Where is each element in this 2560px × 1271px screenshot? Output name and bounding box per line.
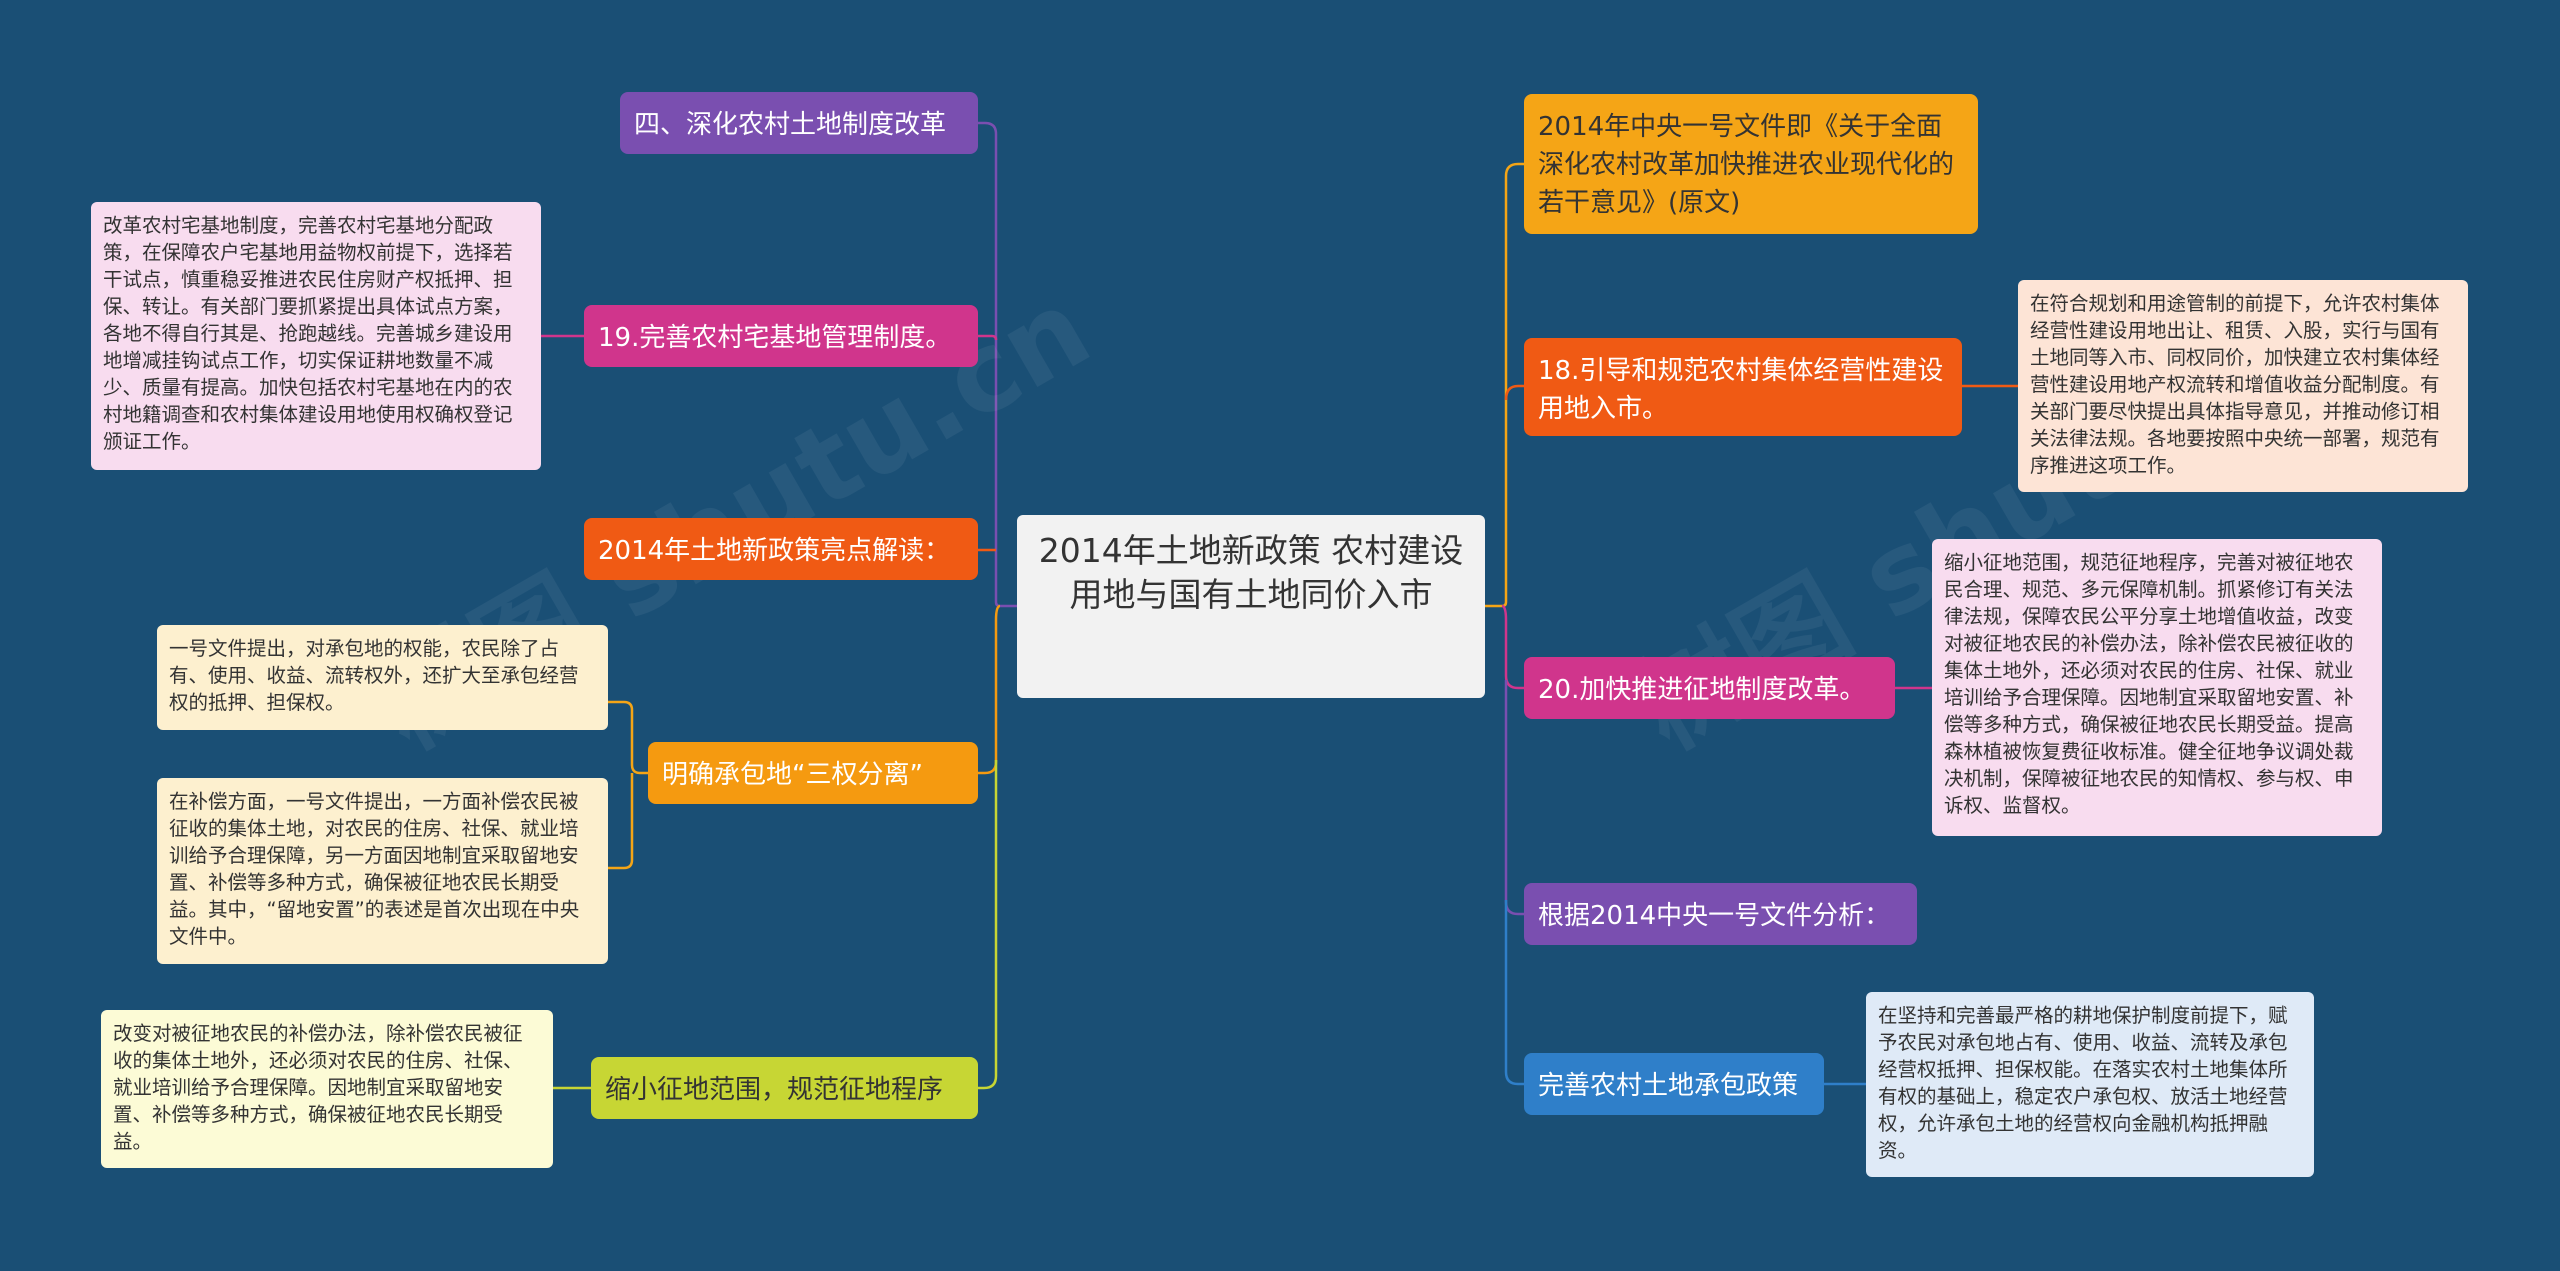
leaf-three-rights-1[interactable]: 一号文件提出，对承包地的权能，农民除了占有、使用、收益、流转权外，还扩大至承包经… (157, 625, 608, 730)
branch-narrow-expropriation[interactable]: 缩小征地范围，规范征地程序 (591, 1057, 978, 1119)
connector-right-b5 (1504, 900, 1524, 1086)
connector-right-b2 (1504, 384, 1524, 401)
connector-left-b5 (978, 760, 998, 1090)
branch-deepen-land-reform[interactable]: 四、深化农村土地制度改革 (620, 92, 978, 154)
branch-three-rights[interactable]: 明确承包地“三权分离” (648, 742, 978, 804)
connector-left-b4-leaf1 (608, 700, 648, 775)
leaf-collective-land-market[interactable]: 在符合规划和用途管制的前提下，允许农村集体经营性建设用地出让、租赁、入股，实行与… (2018, 280, 2468, 492)
connector-right-b3 (1501, 604, 1524, 690)
connector-right-b4 (1504, 680, 1524, 916)
leaf-three-rights-2[interactable]: 在补偿方面，一号文件提出，一方面补偿农民被征收的集体土地，对农民的住房、社保、就… (157, 778, 608, 964)
connector-left-b4 (978, 604, 1001, 775)
branch-analysis[interactable]: 根据2014中央一号文件分析： (1524, 883, 1917, 945)
branch-homestead-management[interactable]: 19.完善农村宅基地管理制度。 (584, 305, 978, 367)
connector-left-b4-leaf2 (608, 773, 634, 870)
leaf-homestead-detail[interactable]: 改革农村宅基地制度，完善农村宅基地分配政策，在保障农户宅基地用益物权前提下，选择… (91, 202, 541, 470)
connector-left-b1 (978, 121, 1017, 608)
leaf-expropriation-reform[interactable]: 缩小征地范围，规范征地程序，完善对被征地农民合理、规范、多元保障机制。抓紧修订有… (1932, 539, 2382, 836)
leaf-narrow-expropriation[interactable]: 改变对被征地农民的补偿办法，除补偿农民被征收的集体土地外，还必须对农民的住房、社… (101, 1010, 553, 1168)
branch-collective-land-market[interactable]: 18.引导和规范农村集体经营性建设用地入市。 (1524, 338, 1962, 436)
branch-contract-policy[interactable]: 完善农村土地承包政策 (1524, 1053, 1824, 1115)
branch-expropriation-reform[interactable]: 20.加快推进征地制度改革。 (1524, 657, 1895, 719)
leaf-contract-policy[interactable]: 在坚持和完善最严格的耕地保护制度前提下，赋予农民对承包地占有、使用、收益、流转及… (1866, 992, 2314, 1177)
branch-document-title[interactable]: 2014年中央一号文件即《关于全面深化农村改革加快推进农业现代化的若干意见》(原… (1524, 94, 1978, 234)
connector-left-b2 (978, 334, 998, 341)
root-topic[interactable]: 2014年土地新政策 农村建设用地与国有土地同价入市 (1017, 515, 1485, 698)
branch-highlights[interactable]: 2014年土地新政策亮点解读： (584, 518, 978, 580)
